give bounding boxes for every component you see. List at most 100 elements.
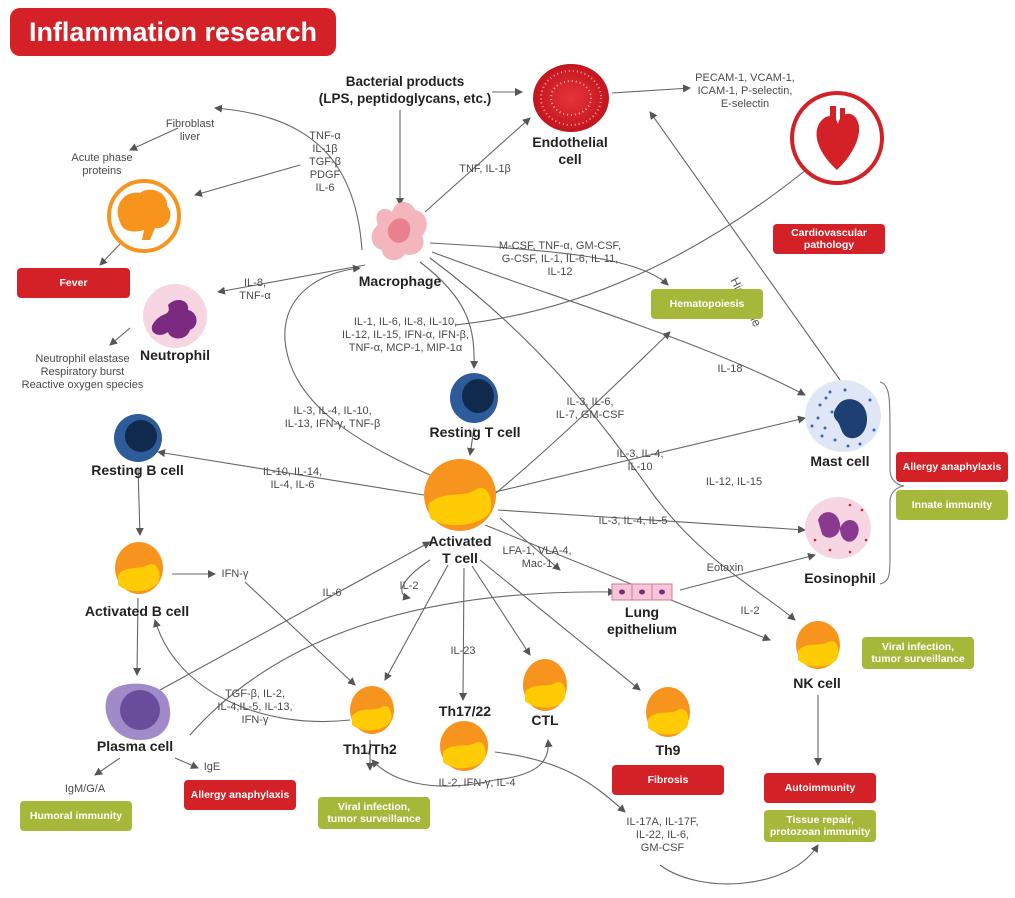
endothelial-cell-label: Endothelial cell bbox=[532, 134, 608, 167]
arrow-th17-il17 bbox=[494, 751, 626, 813]
neutrophil-label: Neutrophil bbox=[140, 347, 210, 363]
arrow-actT-lfa bbox=[499, 517, 561, 571]
il3-il6-il7-label: IL-3, IL-6, IL-7, GM-CSF bbox=[555, 396, 625, 421]
arrow-plasma-ige bbox=[174, 757, 199, 769]
arrow-mac-nk bbox=[429, 257, 796, 621]
arrow-mac-endo bbox=[424, 117, 531, 213]
lung-epithelium-label: Lung epithelium bbox=[606, 604, 677, 637]
arrow-actT-mast bbox=[494, 415, 806, 493]
il10-il14-label: IL-10, IL-14, IL-4, IL-6 bbox=[262, 466, 323, 491]
arrow-th17-th bbox=[371, 759, 496, 787]
ctl-label: CTL bbox=[531, 712, 559, 728]
arrow-il17-tissue bbox=[659, 844, 819, 885]
arrow-mac-brain bbox=[194, 164, 301, 197]
nk-cell-graphic bbox=[796, 621, 840, 669]
fever-tag: Fever bbox=[17, 268, 130, 298]
arrow-neut-out bbox=[109, 327, 131, 346]
th1722-label: Th17/22 bbox=[438, 703, 492, 719]
arrow-brain-fever bbox=[99, 243, 121, 266]
bracket bbox=[879, 381, 905, 585]
brain-icon bbox=[107, 179, 181, 253]
activated-b-cell-graphic bbox=[115, 542, 163, 594]
fibroblast-liver-label: Fibroblast liver bbox=[165, 118, 215, 143]
il12-il15-label: IL-12, IL-15 bbox=[705, 476, 763, 488]
adhesion-molecules-label: PECAM-1, VCAM-1, ICAM-1, P-selectin, E-s… bbox=[695, 72, 795, 110]
page-title: Inflammation research bbox=[10, 8, 336, 56]
neutrophil-graphic bbox=[143, 284, 207, 348]
allergy-anaphylaxis-left-tag: Allergy anaphylaxis bbox=[184, 780, 296, 810]
arrow-actT-nk bbox=[484, 524, 771, 642]
fibrosis-tag: Fibrosis bbox=[612, 765, 724, 795]
arrow-endo-adhesion bbox=[611, 84, 691, 94]
eosinophil-graphic bbox=[805, 497, 871, 559]
resting-t-cell-label: Resting T cell bbox=[429, 424, 521, 440]
eotaxin-label: Eotaxin bbox=[706, 562, 744, 574]
resting-b-cell-graphic bbox=[114, 414, 162, 462]
activated-t-cell-label: Activated T cell bbox=[428, 533, 492, 566]
il2-nk-label: IL-2 bbox=[740, 605, 760, 617]
endothelial-cell-graphic bbox=[533, 64, 609, 132]
neutrophil-outputs-label: Neutrophil elastase Respiratory burst Re… bbox=[21, 353, 144, 391]
il6-label: IL-6 bbox=[322, 587, 342, 599]
tnf-il1b-label: TNF, IL-1β bbox=[459, 163, 511, 175]
hematopoiesis-tag: Hematopoiesis bbox=[651, 289, 763, 319]
heart-icon bbox=[790, 91, 884, 185]
arrow-actT-restB bbox=[157, 449, 431, 497]
arrow-actT-th bbox=[384, 564, 449, 681]
il23-label: IL-23 bbox=[450, 645, 476, 657]
resting-t-cell-graphic bbox=[450, 373, 498, 423]
arrow-lung-eos bbox=[679, 552, 816, 591]
eosinophil-label: Eosinophil bbox=[804, 570, 876, 586]
activated-t-cell-graphic bbox=[424, 459, 496, 531]
viral-infection-th-tag: Viral infection, tumor surveillance bbox=[318, 797, 430, 829]
arrow-plasma-actT bbox=[159, 541, 431, 691]
arrow-mac-hemato bbox=[429, 242, 669, 286]
arrow-mac-fibroblast bbox=[214, 104, 363, 251]
arrow-restB-actB bbox=[135, 467, 144, 536]
mast-cell-graphic bbox=[805, 380, 881, 452]
arrow-th17-ctl bbox=[494, 739, 553, 781]
arrow-mac-restT bbox=[419, 261, 479, 369]
mcsf-cytokines-label: M-CSF, TNF-α, GM-CSF, G-CSF, IL-1, IL-6,… bbox=[498, 240, 622, 278]
arrow-restT-actT bbox=[467, 427, 475, 456]
cardiovascular-tag: Cardiovascular pathology bbox=[773, 224, 885, 254]
autoimmunity-tag: Autoimmunity bbox=[764, 773, 876, 803]
il8-tnfa-label: IL-8, TNF-α bbox=[239, 277, 271, 302]
lfa-label: LFA-1, VLA-4, Mac-1 bbox=[502, 545, 572, 570]
arrow-actT-hemato bbox=[489, 331, 671, 499]
il2-ifng-il4-label: IL-2, IFN-γ, IL-4 bbox=[438, 777, 516, 789]
il18-label: IL-18 bbox=[717, 363, 743, 375]
arrow-actT-eos bbox=[497, 509, 806, 534]
acute-phase-label: Acute phase proteins bbox=[71, 152, 133, 177]
th1th2-label: Th1/Th2 bbox=[343, 741, 397, 757]
resting-b-cell-label: Resting B cell bbox=[91, 462, 184, 478]
arrow-mac-mast bbox=[431, 251, 806, 396]
tgf-beta-cytokines-label: TGF-β, IL-2, IL-4,IL-5, IL-13, IFN-γ bbox=[217, 688, 293, 726]
ctl-cell-graphic bbox=[523, 659, 567, 711]
il1-cytokine-list-label: IL-1, IL-6, IL-8, IL-10, IL-12, IL-15, I… bbox=[342, 316, 469, 354]
il2-self-label: IL-2 bbox=[399, 580, 419, 592]
arrow-mast-endo bbox=[649, 111, 841, 381]
il3-il4-il5-label: IL-3, IL-4, IL-5 bbox=[598, 515, 668, 527]
macrophage-cytokines-label: TNF-α IL-1β TGF-β PDGF IL-6 bbox=[309, 130, 341, 194]
arrow-fibro-acute bbox=[129, 127, 179, 151]
innate-immunity-tag: Innate immunity bbox=[896, 490, 1008, 520]
ifng-label: IFN-γ bbox=[221, 568, 249, 580]
arrow-mac-neut bbox=[217, 264, 366, 295]
arrow-ifng-th bbox=[244, 581, 356, 686]
ige-label: IgE bbox=[203, 761, 221, 773]
macrophage-label: Macrophage bbox=[358, 273, 442, 289]
viral-infection-nk-tag: Viral infection, tumor surveillance bbox=[862, 637, 974, 669]
th1722-cell-graphic bbox=[440, 721, 488, 771]
plasma-cell-graphic bbox=[105, 683, 171, 740]
th1th2-cell-graphic bbox=[350, 686, 394, 734]
mast-cell-label: Mast cell bbox=[810, 453, 870, 469]
arrow-actB-plasma bbox=[133, 597, 142, 676]
plasma-cell-label: Plasma cell bbox=[96, 738, 174, 754]
arrow-actT-th9 bbox=[479, 559, 641, 691]
t-to-macrophage-cytokines-label: IL-3, IL-4, IL-10, IL-13, IFN-γ, TNF-β bbox=[284, 405, 381, 430]
allergy-anaphylaxis-right-tag: Allergy anaphylaxis bbox=[896, 452, 1008, 482]
igm-label: IgM/G/A bbox=[64, 783, 106, 795]
